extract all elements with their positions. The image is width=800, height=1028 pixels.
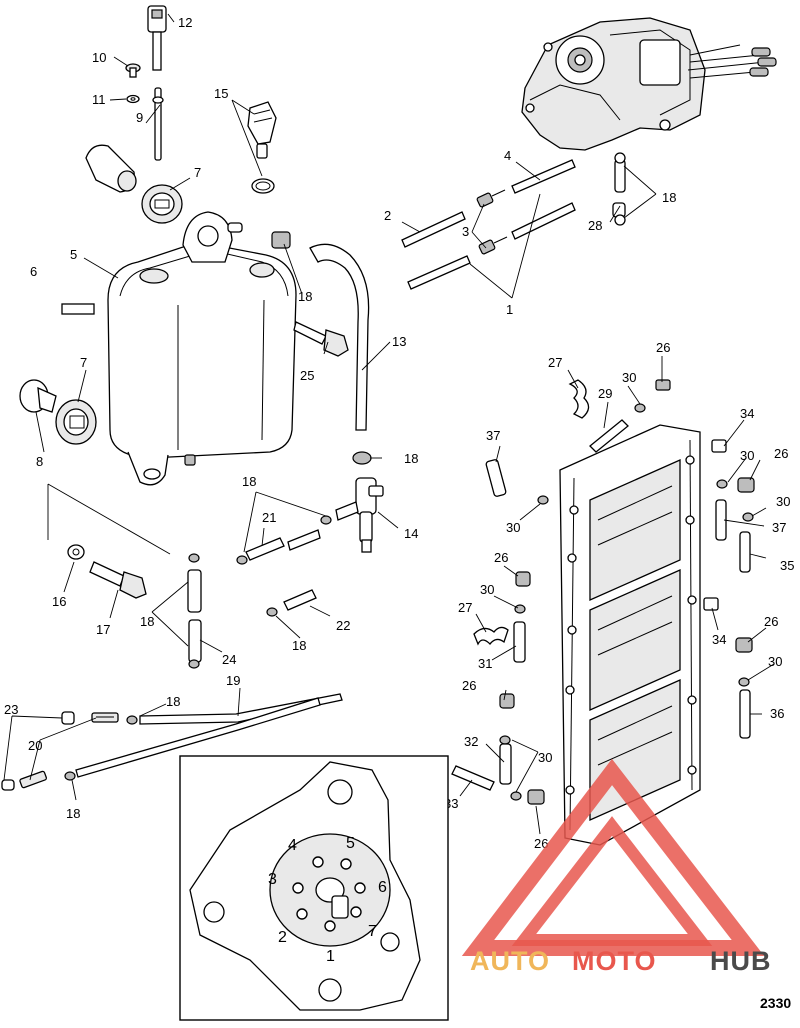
- callout-30-mid: 30: [740, 448, 754, 463]
- callout-26-l3: 26: [462, 678, 476, 693]
- callout-27-upper: 27: [548, 355, 562, 370]
- callout-37-right: 37: [772, 520, 786, 535]
- inset-seq-7: 7: [368, 923, 377, 940]
- washer-11: [126, 94, 140, 104]
- callout-18-bottom: 18: [66, 806, 80, 821]
- callout-24: 24: [222, 652, 236, 667]
- callout-7-lower: 7: [80, 355, 87, 370]
- callout-36: 36: [770, 706, 784, 721]
- inset-seq-2: 2: [278, 929, 287, 946]
- callout-26-upper: 26: [656, 340, 670, 355]
- watermark-moto: MOTO: [572, 946, 657, 976]
- plug-7-lower: [55, 399, 97, 445]
- callout-15: 15: [214, 86, 228, 101]
- fuel-line-19: [75, 693, 343, 778]
- callout-29: 29: [598, 386, 612, 401]
- callout-12: 12: [178, 15, 192, 30]
- hose-24: [187, 553, 202, 669]
- callout-2: 2: [384, 208, 391, 223]
- callout-30-upper: 30: [622, 370, 636, 385]
- leader-lines: [3, 13, 775, 835]
- callout-18-line: 18: [166, 694, 180, 709]
- callout-8: 8: [36, 454, 43, 469]
- clamp-18-tank: [271, 231, 291, 249]
- cap-23: [1, 711, 75, 791]
- callout-27-lower: 27: [458, 600, 472, 615]
- watermark-hub: HUB: [710, 946, 772, 976]
- label-6: [61, 303, 95, 315]
- callout-13: 13: [392, 334, 406, 349]
- callout-25: 25: [300, 368, 314, 383]
- inset-seq-3: 3: [268, 871, 277, 888]
- inset-seq-5: 5: [346, 835, 355, 852]
- callout-30-l2: 30: [480, 582, 494, 597]
- screw-10: [125, 63, 141, 78]
- callout-7-upper: 7: [194, 165, 201, 180]
- callout-23: 23: [4, 702, 18, 717]
- hose-13: [309, 243, 370, 431]
- intake-manifold-plate: [559, 424, 701, 846]
- cap-8: [19, 379, 57, 413]
- plug-7-upper: [141, 184, 183, 224]
- callout-18-pump: 18: [662, 190, 676, 205]
- figure-number: 2330: [760, 995, 791, 1011]
- callout-9: 9: [136, 110, 143, 125]
- callout-4: 4: [504, 148, 511, 163]
- callout-34-lower: 34: [712, 632, 726, 647]
- callout-14: 14: [404, 526, 418, 541]
- filter-22: [266, 589, 317, 617]
- callout-16: 16: [52, 594, 66, 609]
- callout-1: 1: [506, 302, 513, 317]
- callout-26-right: 26: [774, 446, 788, 461]
- inset-seq-1: 1: [326, 948, 335, 965]
- callout-10: 10: [92, 50, 106, 65]
- callout-26-left: 26: [494, 550, 508, 565]
- sensor-probe-12: [147, 5, 167, 161]
- washer-16: [67, 544, 85, 560]
- callout-31: 31: [478, 656, 492, 671]
- float-9: [85, 144, 137, 193]
- fitting-17: [89, 561, 147, 599]
- callout-37-left: 37: [486, 428, 500, 443]
- callout-6: 6: [30, 264, 37, 279]
- callout-32: 32: [464, 734, 478, 749]
- callout-18-mid: 18: [140, 614, 154, 629]
- callout-3: 3: [462, 224, 469, 239]
- callout-28: 28: [588, 218, 602, 233]
- callout-17: 17: [96, 622, 110, 637]
- callout-30-r2: 30: [768, 654, 782, 669]
- filter-15: [247, 101, 277, 194]
- inset-bolt-torque-sequence: 1 2 3 4 5 6 7: [179, 755, 449, 1021]
- callout-18-filter: 18: [292, 638, 306, 653]
- hose-21: [236, 515, 332, 565]
- fuel-pump-assembly: [521, 17, 777, 151]
- bolt-25: [293, 321, 349, 357]
- callout-30-right: 30: [776, 494, 790, 509]
- callout-35: 35: [780, 558, 794, 573]
- callout-30-bottom: 30: [538, 750, 552, 765]
- inset-seq-4: 4: [288, 837, 297, 854]
- vapor-separator-tank: [107, 211, 297, 486]
- inset-seq-6: 6: [378, 879, 387, 896]
- callout-22: 22: [336, 618, 350, 633]
- fitting-3-upper: [476, 189, 506, 208]
- callout-26-r2: 26: [764, 614, 778, 629]
- tee-fitting-14: [335, 451, 384, 553]
- callout-34-upper: 34: [740, 406, 754, 421]
- fuel-hoses-upper: [401, 152, 626, 290]
- callout-20: 20: [28, 738, 42, 753]
- callout-19: 19: [226, 673, 240, 688]
- fitting-3-lower: [478, 236, 508, 255]
- callout-18-tank: 18: [298, 289, 312, 304]
- watermark-logo: AUTO MOTO HUB: [461, 758, 772, 976]
- watermark-auto: AUTO: [470, 946, 550, 976]
- callout-21: 21: [262, 510, 276, 525]
- callout-18-hose: 18: [242, 474, 256, 489]
- callout-11: 11: [92, 92, 106, 107]
- callout-18-tee: 18: [404, 451, 418, 466]
- clamps-18-lines: [64, 715, 138, 781]
- callout-30-left: 30: [506, 520, 520, 535]
- callout-5: 5: [70, 247, 77, 262]
